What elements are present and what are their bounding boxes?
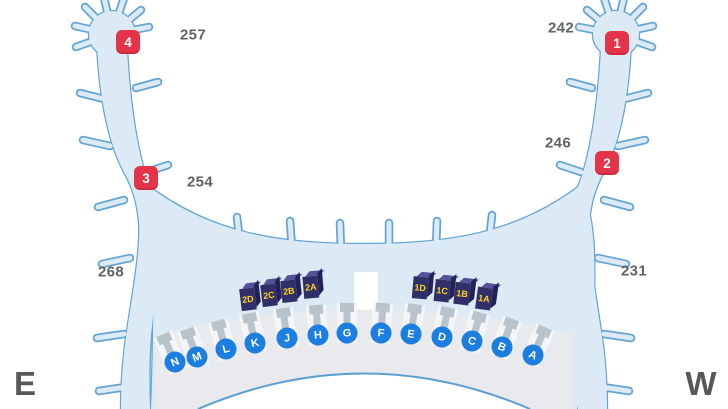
kiosk-front-face: 2B — [280, 279, 298, 303]
kiosk-label: 1A — [477, 292, 491, 305]
gate-label-246: 246 — [545, 134, 571, 152]
kiosk-label: 1B — [455, 288, 469, 300]
east-region-label: E — [13, 365, 37, 402]
checkpoint-3-badge[interactable]: 3 — [134, 166, 158, 190]
kiosk-front-face: 1D — [411, 276, 429, 300]
gate-label-254: 254 — [187, 173, 213, 191]
checkpoint-2-badge[interactable]: 2 — [595, 151, 619, 175]
kiosk-front-face: 1A — [475, 286, 493, 311]
kiosk-front-face: 2D — [239, 287, 257, 312]
kiosk-2D[interactable]: 2D — [238, 279, 261, 312]
kiosk-front-face: 2A — [302, 275, 320, 299]
curbside-arc — [197, 372, 531, 409]
gate-label-268: 268 — [98, 263, 124, 281]
kiosk-1A[interactable]: 1A — [475, 280, 502, 312]
kiosk-label: 2A — [304, 281, 317, 293]
checkpoint-4-badge[interactable]: 4 — [116, 30, 140, 54]
kiosk-label: 2C — [262, 289, 276, 301]
door-G-marker[interactable]: G — [336, 322, 358, 344]
gate-label-242: 242 — [548, 19, 574, 37]
gate-label-231: 231 — [621, 262, 647, 280]
west-region-label: W — [685, 365, 717, 402]
kiosk-front-face: 1B — [453, 281, 471, 306]
kiosk-2A[interactable]: 2A — [302, 268, 325, 299]
kiosk-label: 1C — [435, 285, 449, 297]
checkpoint-1-badge[interactable]: 1 — [605, 31, 629, 55]
kiosk-front-face: 1C — [433, 278, 451, 303]
kiosk-front-face: 2C — [260, 283, 278, 308]
kiosk-label: 2D — [241, 293, 255, 305]
kiosk-label: 1D — [414, 282, 427, 294]
gate-label-257: 257 — [180, 26, 206, 44]
kiosk-2C[interactable]: 2C — [259, 275, 282, 308]
kiosk-2B[interactable]: 2B — [280, 271, 303, 303]
kiosk-label: 2B — [282, 285, 296, 297]
kiosk-1D[interactable]: 1D — [411, 269, 437, 300]
kiosk-1B[interactable]: 1B — [453, 275, 479, 306]
